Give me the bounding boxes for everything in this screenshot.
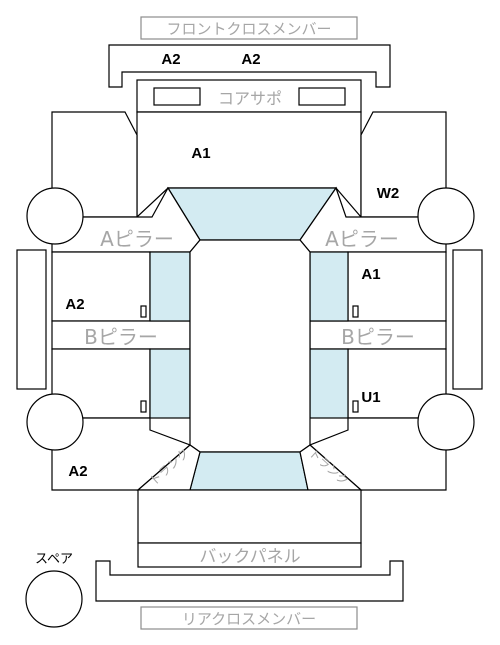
rear-door-handle-right — [352, 400, 359, 413]
headlight-right — [298, 87, 346, 106]
wheel-front-right — [417, 187, 475, 245]
rear-cross-member-box — [140, 606, 358, 630]
front-door-left — [51, 251, 151, 322]
grade-hood: A1 — [191, 145, 210, 162]
grade-rear-door-right: U1 — [361, 389, 380, 406]
grade-front-door-left: A2 — [65, 296, 84, 313]
front-cross-member-label: フロントクロスメンバー — [166, 20, 331, 38]
wheel-rear-right — [417, 393, 475, 451]
grade-front-door-right: A1 — [361, 266, 380, 283]
b-pillar-right-label: Bピラー — [341, 325, 415, 349]
roof — [189, 239, 311, 453]
front-bumper — [108, 44, 391, 88]
front-cross-member-box — [140, 16, 358, 40]
rear-bumper — [95, 560, 404, 602]
rear-body — [137, 489, 362, 544]
front-door-handle-right — [352, 305, 359, 318]
a-pillar-right-label: Aピラー — [325, 227, 399, 251]
wheel-front-left — [26, 187, 84, 245]
grade-front-member-left: A2 — [161, 51, 180, 68]
rocker-panel-right — [452, 249, 483, 390]
side-window-rear-left — [149, 348, 191, 419]
rocker-panel-left — [16, 249, 47, 390]
a-pillar-left-label: Aピラー — [100, 227, 174, 251]
rear-door-handle-left — [140, 400, 147, 413]
side-window-rear-right — [309, 348, 349, 419]
headlight-left — [153, 87, 201, 106]
back-panel-label: バックパネル — [199, 547, 300, 567]
grade-front-fender-right: W2 — [377, 185, 400, 202]
rear-window — [189, 451, 309, 491]
front-door-handle-left — [140, 305, 147, 318]
side-window-front-left — [149, 251, 191, 322]
rear-cross-member-label: リアクロスメンバー — [182, 610, 316, 628]
wheel-rear-left — [26, 393, 84, 451]
b-pillar-left-label: Bピラー — [84, 325, 158, 349]
back-panel — [137, 542, 362, 568]
b-pillar-left — [51, 320, 191, 350]
core-support-label: コアサポ — [218, 89, 282, 108]
front-door-right — [347, 251, 447, 322]
spare-tire — [25, 570, 83, 628]
spare-label: スペア — [35, 552, 73, 567]
grade-front-member-right: A2 — [241, 51, 260, 68]
side-window-front-right — [309, 251, 349, 322]
grade-rear-quarter-left: A2 — [68, 463, 87, 480]
